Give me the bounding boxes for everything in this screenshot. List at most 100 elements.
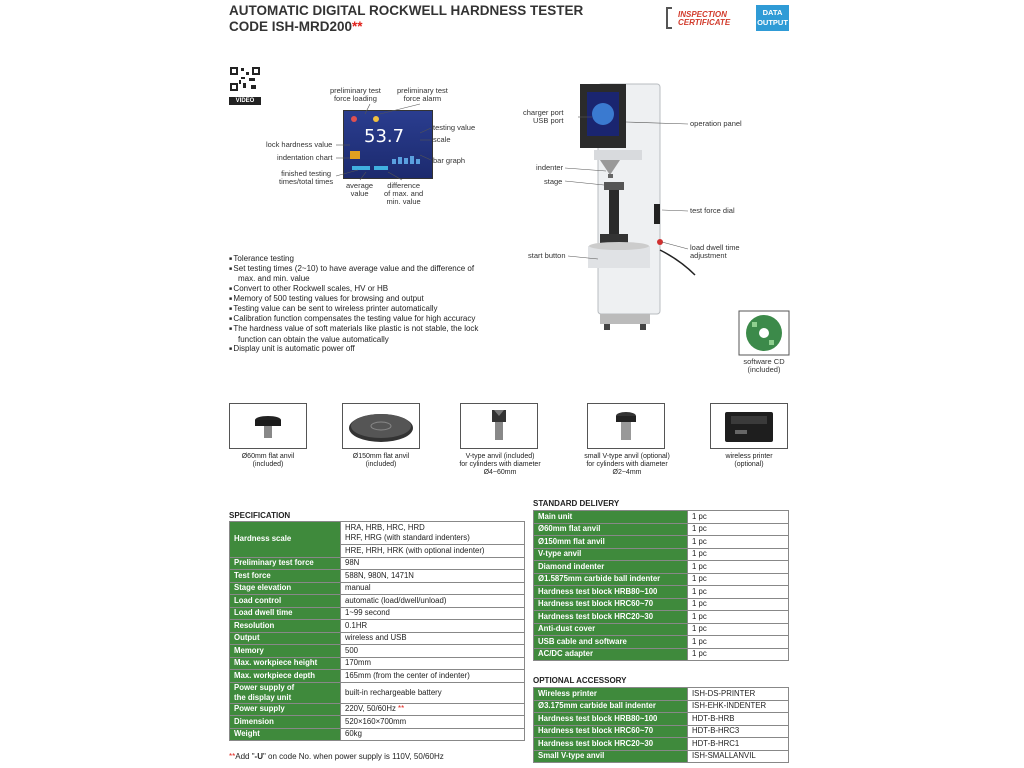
- display-reading: 53.7: [364, 126, 405, 147]
- spec-mark: **: [398, 704, 405, 714]
- accessory-small-v-anvil: [587, 403, 665, 449]
- spec-value: 220V, 50/60Hz: [345, 704, 396, 714]
- optional-item: Hardness test block HRC60~70: [533, 724, 688, 738]
- badge-frame-icon: [666, 7, 672, 29]
- spec-value: 500: [340, 644, 525, 658]
- badge-inspection-line2: CERTIFICATE: [678, 18, 731, 27]
- spec-key: Power supply: [229, 702, 341, 716]
- footnote-code: -U: [254, 752, 263, 761]
- display-screen: 53.7: [343, 110, 433, 179]
- delivery-item: AC/DC adapter: [533, 647, 688, 661]
- label-stage: stage: [544, 177, 563, 186]
- delivery-item: Hardness test block HRC20~30: [533, 610, 688, 624]
- optional-item: Wireless printer: [533, 687, 688, 701]
- caption-flat-anvil-60: Ø60mm flat anvil (included): [241, 453, 295, 468]
- delivery-item: V-type anvil: [533, 547, 688, 561]
- footnote-text-b: " on code No. when power supply is 110V,…: [262, 752, 444, 761]
- optional-code: HDT-B-HRC1: [687, 737, 789, 751]
- spec-key: Max. workpiece depth: [229, 669, 341, 683]
- label-average: average value: [346, 181, 374, 198]
- delivery-qty: 1 pc: [687, 572, 789, 586]
- delivery-qty: 1 pc: [687, 547, 789, 561]
- qr-code[interactable]: VIDEO: [229, 66, 261, 105]
- delivery-qty: 1 pc: [687, 522, 789, 536]
- feature-list: Tolerance testing Set testing times (2~1…: [229, 254, 489, 354]
- table-row: Power supply 220V, 50/60Hz **: [229, 702, 525, 716]
- flat-anvil-60-icon: [255, 416, 281, 438]
- spec-value: 1~99 second: [340, 606, 525, 620]
- inspection-certificate-badge: INSPECTION CERTIFICATE: [664, 5, 744, 31]
- label-charger-port: charger port USB port: [523, 108, 564, 125]
- delivery-item: Hardness test block HRB80~100: [533, 585, 688, 599]
- delivery-qty: 1 pc: [687, 622, 789, 636]
- hardness-tester-illustration: [564, 83, 696, 330]
- title-mark: **: [352, 19, 363, 34]
- label-indenter: indenter: [536, 163, 564, 172]
- feature-item: Set testing times (2~10) to have average…: [229, 264, 489, 283]
- optional-code: HDT-B-HRB: [687, 712, 789, 726]
- delivery-item: Diamond indenter: [533, 560, 688, 574]
- spec-value: 165mm (from the center of indenter): [340, 669, 525, 683]
- label-lock-hardness: lock hardness value: [266, 140, 333, 149]
- spec-key: Resolution: [229, 619, 341, 633]
- delivery-item: Ø150mm flat anvil: [533, 535, 688, 549]
- label-start-button: start button: [528, 251, 566, 260]
- optional-code: ISH-SMALLANVIL: [687, 749, 789, 763]
- spec-key: Preliminary test force: [229, 556, 341, 570]
- spec-value: built-in rechargeable battery: [340, 681, 525, 704]
- delivery-item: Main unit: [533, 510, 688, 524]
- spec-key: Max. workpiece height: [229, 656, 341, 670]
- optional-item: Small V-type anvil: [533, 749, 688, 763]
- label-load-dwell: load dwell time adjustment: [690, 243, 740, 260]
- delivery-qty: 1 pc: [687, 510, 789, 524]
- spec-value: HRE, HRH, HRK (with optional indenter): [340, 544, 525, 558]
- standard-delivery-heading: STANDARD DELIVERY: [533, 499, 620, 508]
- accessory-wireless-printer: [710, 403, 788, 449]
- flat-anvil-150-icon: [349, 414, 413, 442]
- delivery-qty: 1 pc: [687, 585, 789, 599]
- feature-item: Calibration function compensates the tes…: [229, 314, 489, 324]
- title-line-1: AUTOMATIC DIGITAL ROCKWELL HARDNESS TEST…: [229, 3, 584, 18]
- spec-value: 0.1HR: [340, 619, 525, 633]
- spec-value: wireless and USB: [340, 631, 525, 645]
- delivery-qty: 1 pc: [687, 597, 789, 611]
- accessory-v-type-anvil: [460, 403, 538, 449]
- feature-item: Memory of 500 testing values for browsin…: [229, 294, 489, 304]
- software-cd-icon: [738, 310, 790, 356]
- optional-code: ISH-DS-PRINTER: [687, 687, 789, 701]
- feature-item: Convert to other Rockwell scales, HV or …: [229, 284, 489, 294]
- qr-code-icon: [229, 66, 261, 92]
- label-prelim-alarm: preliminary test force alarm: [397, 86, 448, 103]
- accessory-flat-anvil-150: [342, 403, 420, 449]
- title-line-2: CODE ISH-MRD200: [229, 19, 353, 34]
- delivery-qty: 1 pc: [687, 560, 789, 574]
- label-testing-value: testing value: [433, 123, 476, 132]
- spec-key: Power supply of the display unit: [229, 681, 341, 704]
- spec-value: manual: [340, 581, 525, 595]
- optional-item: Ø3.175mm carbide ball indenter: [533, 699, 688, 713]
- feature-item: Testing value can be sent to wireless pr…: [229, 304, 489, 314]
- optional-accessory-heading: OPTIONAL ACCESSORY: [533, 676, 627, 685]
- delivery-item: Ø1.5875mm carbide ball indenter: [533, 572, 688, 586]
